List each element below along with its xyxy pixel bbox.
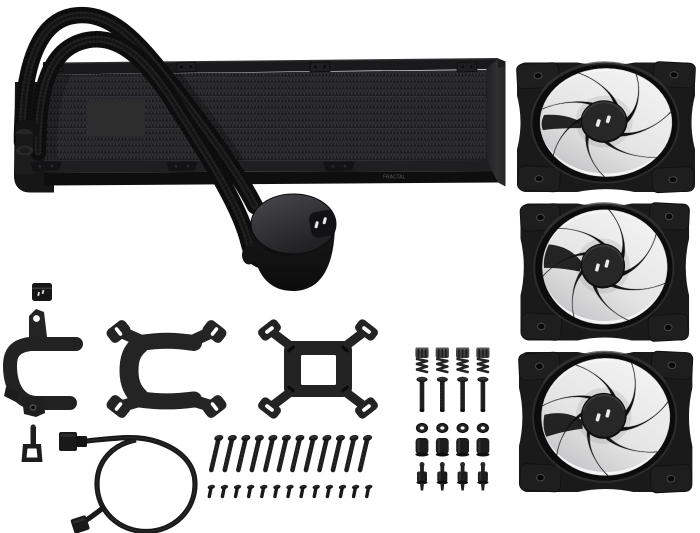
svg-text:FRACTAL: FRACTAL bbox=[383, 175, 406, 181]
